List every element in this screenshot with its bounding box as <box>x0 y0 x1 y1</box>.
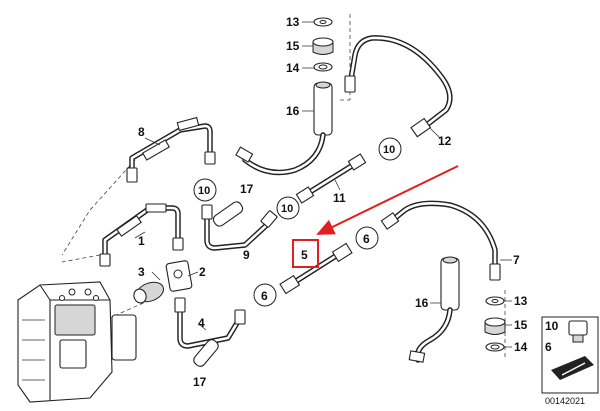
highlight-box <box>292 239 319 268</box>
callout-5: 5 <box>301 248 308 262</box>
valve-assembly <box>133 260 199 304</box>
callout-circle-10a <box>378 137 402 161</box>
callout-11: 11 <box>333 191 346 205</box>
legend-item-10: 10 <box>545 319 559 333</box>
pipe-9 <box>201 204 278 251</box>
abs-module <box>17 281 137 403</box>
callout-circle-6a <box>355 226 379 250</box>
callout-16-top: 16 <box>286 104 300 118</box>
callout-10a: 10 <box>383 144 395 156</box>
pipe-4 <box>174 297 246 349</box>
callout-9: 9 <box>243 248 250 262</box>
callout-17-upper: 17 <box>240 182 254 196</box>
callout-3: 3 <box>138 265 145 279</box>
sleeve-17-upper <box>212 201 244 227</box>
callout-7: 7 <box>513 253 520 267</box>
hose-16-top <box>235 132 326 176</box>
callout-12: 12 <box>438 134 452 148</box>
figure-number: 00142021 <box>545 396 585 406</box>
highlight-arrow <box>316 165 459 235</box>
hose-5 <box>279 242 353 295</box>
pipe-11 <box>295 153 367 204</box>
callout-15-lower: 15 <box>514 318 528 332</box>
callout-15-top: 15 <box>286 39 300 53</box>
callout-13-top: 13 <box>286 15 300 29</box>
callout-circle-10b <box>193 178 217 202</box>
callout-4: 4 <box>198 316 205 330</box>
callout-10c: 10 <box>281 203 293 215</box>
callout-14-lower: 14 <box>514 340 528 354</box>
legend-fitting-icon <box>568 320 588 336</box>
callout-16-lower: 16 <box>415 296 429 310</box>
callout-6a: 6 <box>363 232 370 246</box>
callout-13-lower: 13 <box>514 294 528 308</box>
legend-arrow-icon <box>551 356 594 380</box>
legend-item-6: 6 <box>545 340 552 354</box>
pipe-12 <box>344 35 453 139</box>
top-mount-group <box>302 17 334 136</box>
pipe-7 <box>380 200 512 281</box>
callout-2: 2 <box>199 265 206 279</box>
legend-box: 10 6 <box>541 316 599 394</box>
dashed-assembly-lines <box>61 14 506 360</box>
pipe-8 <box>126 116 216 183</box>
callout-10b: 10 <box>198 185 210 197</box>
lower-mount-group <box>408 256 512 363</box>
callout-8: 8 <box>138 125 145 139</box>
callout-14-top: 14 <box>286 61 300 75</box>
callout-1: 1 <box>138 234 145 248</box>
callout-17-lower: 17 <box>193 375 207 389</box>
callout-circle-10c <box>276 196 300 220</box>
callout-6b: 6 <box>261 289 268 303</box>
callout-circle-6b <box>253 283 277 307</box>
sleeve-17-lower <box>193 339 219 367</box>
pipe-1 <box>99 203 184 267</box>
